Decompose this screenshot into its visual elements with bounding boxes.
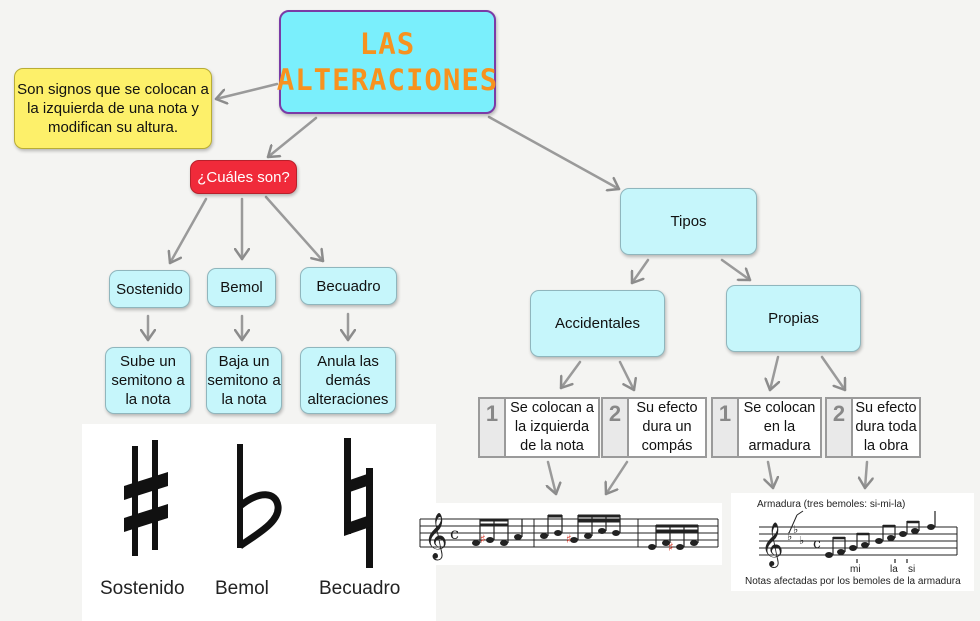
natural-symbol-icon bbox=[344, 438, 373, 568]
staff-with-key-signature-graphic: 𝄞 ♭ ♭ ♭ c bbox=[759, 510, 958, 568]
sostenido-label: Sostenido bbox=[116, 280, 183, 298]
accidentales-fact-1[interactable]: 1 Se colocan a la izquierda de la nota bbox=[478, 397, 600, 458]
key-signature-score-example: Armadura (tres bemoles: si-mi-la) 𝄞 ♭ ♭ … bbox=[731, 493, 974, 591]
bemol-description-text: Baja un semitono a la nota bbox=[207, 353, 281, 408]
sostenido-description[interactable]: Sube un semitono a la nota bbox=[105, 347, 191, 414]
arrow-tipos-propias bbox=[720, 258, 752, 282]
definition-text: Son signos que se colocan a la izquierda… bbox=[17, 81, 209, 136]
fact-text: Se colocan a la izquierda de la nota bbox=[510, 400, 594, 454]
becuadro-description-text: Anula las demás alteraciones bbox=[307, 353, 389, 408]
accidentales-node[interactable]: Accidentales bbox=[530, 290, 665, 357]
tipos-node[interactable]: Tipos bbox=[620, 188, 757, 255]
sostenido-node[interactable]: Sostenido bbox=[109, 270, 190, 308]
bemol-description[interactable]: Baja un semitono a la nota bbox=[206, 347, 282, 414]
flat-key-icon: ♭ bbox=[793, 523, 798, 536]
sharp-accidental-icon: ♯ bbox=[566, 532, 572, 546]
staff-with-accidentals-graphic: 𝄞 c ♯ ♯ ♯ bbox=[419, 513, 719, 561]
arrow-tipos-accidentales bbox=[632, 258, 650, 285]
note-mi-label: mi bbox=[850, 564, 861, 575]
arrow-title-definition bbox=[214, 82, 279, 99]
becuadro-description[interactable]: Anula las demás alteraciones bbox=[300, 347, 396, 414]
treble-clef-icon: 𝄞 bbox=[424, 513, 448, 561]
fact-number: 2 bbox=[603, 399, 629, 456]
question-text: ¿Cuáles son? bbox=[197, 168, 290, 186]
arrow-acc1-score bbox=[548, 460, 556, 496]
treble-clef-icon: 𝄞 bbox=[761, 522, 783, 568]
arrow-prop2-score bbox=[865, 460, 867, 490]
note-si-label: si bbox=[908, 564, 916, 575]
arrow-title-tipos bbox=[487, 115, 621, 189]
propias-fact-1[interactable]: 1 Se colocan en la armadura bbox=[711, 397, 822, 458]
tipos-label: Tipos bbox=[670, 213, 707, 230]
becuadro-label: Becuadro bbox=[316, 277, 381, 295]
symbols-graphic bbox=[124, 438, 373, 568]
becuadro-caption: Becuadro bbox=[319, 578, 401, 599]
bemol-label: Bemol bbox=[220, 279, 263, 296]
arrow-accidentales-1 bbox=[559, 360, 582, 390]
accidentals-score-example: 𝄞 c ♯ ♯ ♯ bbox=[416, 503, 722, 565]
arrow-question-becuadro bbox=[264, 195, 325, 263]
svg-text:c: c bbox=[450, 524, 459, 543]
armadura-caption: Armadura (tres bemoles: si-mi-la) bbox=[757, 499, 906, 510]
sostenido-description-text: Sube un semitono a la nota bbox=[111, 353, 185, 408]
sharp-accidental-icon: ♯ bbox=[668, 540, 674, 554]
propias-node[interactable]: Propias bbox=[726, 285, 861, 352]
propias-fact-2[interactable]: 2 Su efecto dura toda la obra bbox=[825, 397, 921, 458]
fact-number: 2 bbox=[827, 399, 853, 456]
fact-number: 1 bbox=[480, 399, 506, 456]
flat-key-icon: ♭ bbox=[787, 530, 792, 543]
sostenido-caption: Sostenido bbox=[100, 578, 185, 599]
bemol-caption: Bemol bbox=[215, 578, 269, 599]
note-la-label: la bbox=[890, 564, 898, 575]
title-line-1: LAS bbox=[359, 27, 416, 61]
fact-text: Su efecto dura toda la obra bbox=[855, 400, 917, 454]
fact-text: Su efecto dura un compás bbox=[636, 400, 698, 454]
sharp-symbol-icon bbox=[124, 440, 168, 556]
fact-number: 1 bbox=[713, 399, 739, 456]
bemol-node[interactable]: Bemol bbox=[207, 268, 276, 307]
sharp-accidental-icon: ♯ bbox=[480, 532, 486, 546]
question-node[interactable]: ¿Cuáles son? bbox=[190, 160, 297, 194]
concept-title[interactable]: LAS ALTERACIONES bbox=[276, 10, 499, 114]
symbols-panel: Sostenido Bemol Becuadro bbox=[82, 424, 436, 621]
arrow-prop1-score bbox=[768, 460, 773, 490]
propias-label: Propias bbox=[768, 310, 819, 327]
arrow-accidentales-2 bbox=[618, 360, 634, 392]
fact-text: Se colocan en la armadura bbox=[743, 400, 816, 454]
accidentales-fact-2[interactable]: 2 Su efecto dura un compás bbox=[601, 397, 707, 458]
armadura-bottom-caption: Notas afectadas por los bemoles de la ar… bbox=[745, 576, 961, 587]
arrow-acc2-score bbox=[606, 460, 629, 496]
definition-node[interactable]: Son signos que se colocan a la izquierda… bbox=[14, 68, 212, 149]
becuadro-node[interactable]: Becuadro bbox=[300, 267, 397, 305]
arrow-propias-2 bbox=[820, 355, 845, 392]
accidentales-label: Accidentales bbox=[554, 315, 641, 332]
arrow-question-sostenido bbox=[170, 197, 208, 265]
flat-key-icon: ♭ bbox=[799, 534, 804, 547]
arrow-propias-1 bbox=[770, 355, 778, 392]
flat-symbol-icon bbox=[237, 444, 282, 549]
title-line-2: ALTERACIONES bbox=[276, 63, 499, 97]
arrow-title-question bbox=[266, 116, 318, 159]
svg-text:c: c bbox=[813, 536, 821, 552]
